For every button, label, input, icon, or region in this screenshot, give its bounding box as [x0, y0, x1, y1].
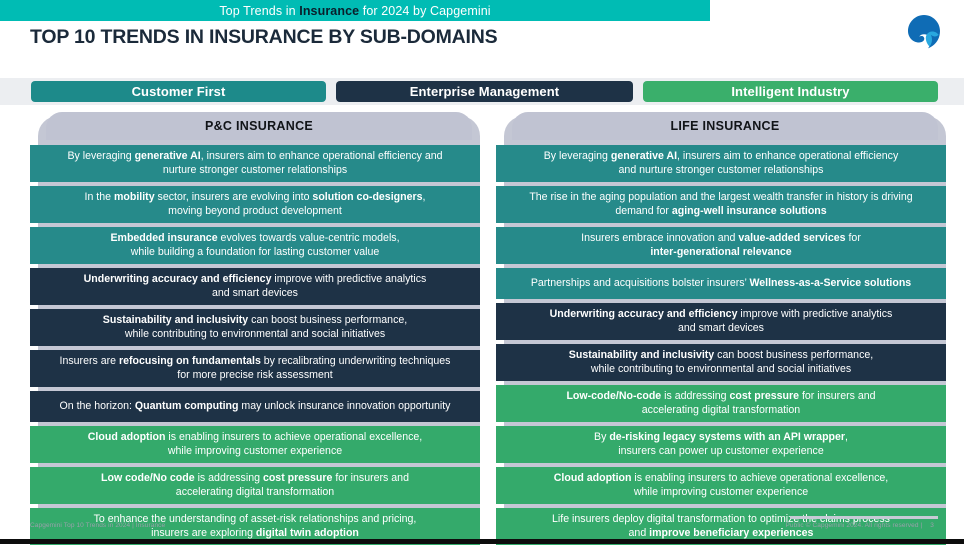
trend-row[interactable]: Sustainability and inclusivity can boost… — [496, 344, 946, 381]
trend-row[interactable]: Low code/No code is addressing cost pres… — [30, 467, 480, 504]
banner-highlight: Insurance — [299, 3, 360, 18]
trend-row[interactable]: Insurers are refocusing on fundamentals … — [30, 350, 480, 387]
trend-row-text: Underwriting accuracy and efficiency imp… — [549, 308, 893, 334]
trend-row-text: Insurers are refocusing on fundamentals … — [59, 355, 451, 381]
trend-row-text: By de-risking legacy systems with an API… — [594, 431, 848, 457]
trend-row[interactable]: Partnerships and acquisitions bolster in… — [496, 268, 946, 299]
trend-row[interactable]: Low-code/No-code is addressing cost pres… — [496, 385, 946, 422]
category-tab-strip: Customer First Enterprise Management Int… — [0, 78, 964, 105]
footer-bar — [0, 539, 964, 544]
tab-enterprise-management[interactable]: Enterprise Management — [336, 81, 633, 102]
top-banner-text: Top Trends in Insurance for 2024 by Capg… — [219, 4, 490, 18]
trend-list-life-insurance: By leveraging generative AI, insurers ai… — [496, 145, 946, 545]
trend-row-text: Cloud adoption is enabling insurers to a… — [553, 472, 889, 498]
tab-customer-first-label: Customer First — [131, 84, 226, 99]
column-pc-insurance: P&C INSURANCE By leveraging generative A… — [30, 112, 480, 549]
trend-row-text: Cloud adoption is enabling insurers to a… — [87, 431, 423, 457]
trend-row[interactable]: Embedded insurance evolves towards value… — [30, 227, 480, 264]
tab-customer-first[interactable]: Customer First — [31, 81, 326, 102]
capgemini-logo — [902, 12, 946, 52]
trend-row[interactable]: Sustainability and inclusivity can boost… — [30, 309, 480, 346]
trend-row[interactable]: On the horizon: Quantum computing may un… — [30, 391, 480, 422]
trend-row[interactable]: In the mobility sector, insurers are evo… — [30, 186, 480, 223]
trend-row-text: By leveraging generative AI, insurers ai… — [67, 150, 443, 176]
trend-row[interactable]: Life insurers deploy digital transformat… — [496, 508, 946, 545]
trend-row[interactable]: Underwriting accuracy and efficiency imp… — [30, 268, 480, 305]
trend-row-text: Partnerships and acquisitions bolster in… — [530, 276, 912, 289]
trend-row[interactable]: The rise in the aging population and the… — [496, 186, 946, 223]
top-banner: Top Trends in Insurance for 2024 by Capg… — [0, 0, 710, 21]
tab-enterprise-management-label: Enterprise Management — [409, 84, 560, 99]
tab-intelligent-industry[interactable]: Intelligent Industry — [643, 81, 938, 102]
trend-row-text: In the mobility sector, insurers are evo… — [84, 191, 426, 217]
trend-row[interactable]: By leveraging generative AI, insurers ai… — [30, 145, 480, 182]
trend-row-text: To enhance the understanding of asset-ri… — [93, 513, 417, 539]
trend-row-text: Underwriting accuracy and efficiency imp… — [83, 273, 427, 299]
page-number: 3 — [930, 522, 934, 529]
column-header-label: P&C INSURANCE — [204, 119, 314, 133]
trend-row-text: Insurers embrace innovation and value-ad… — [581, 232, 861, 258]
trend-row-text: Embedded insurance evolves towards value… — [110, 232, 400, 258]
trend-row[interactable]: To enhance the understanding of asset-ri… — [30, 508, 480, 545]
trend-row[interactable]: Cloud adoption is enabling insurers to a… — [496, 467, 946, 504]
trend-row[interactable]: Cloud adoption is enabling insurers to a… — [30, 426, 480, 463]
column-life-insurance: LIFE INSURANCE By leveraging generative … — [496, 112, 946, 549]
banner-suffix: for 2024 by Capgemini — [359, 3, 491, 18]
trend-list-pc-insurance: By leveraging generative AI, insurers ai… — [30, 145, 480, 545]
column-header-life-insurance: LIFE INSURANCE — [512, 112, 938, 140]
trend-row[interactable]: By de-risking legacy systems with an API… — [496, 426, 946, 463]
trend-row-text: By leveraging generative AI, insurers ai… — [543, 150, 899, 176]
footer-right: Public © Capgemini 2024. All rights rese… — [785, 522, 934, 529]
banner-prefix: Top Trends in — [219, 3, 300, 18]
footer-copyright: Public © Capgemini 2024. All rights rese… — [785, 522, 923, 529]
column-header-pc-insurance: P&C INSURANCE — [46, 112, 472, 140]
column-header-label: LIFE INSURANCE — [670, 119, 780, 133]
trend-row-text: The rise in the aging population and the… — [529, 191, 913, 217]
footer-left-text: Capgemini Top 10 Trends in 2024 | Insura… — [30, 522, 166, 529]
trend-row-text: Low-code/No-code is addressing cost pres… — [566, 390, 876, 416]
footer-divider — [790, 516, 938, 519]
trend-row-text: Sustainability and inclusivity can boost… — [568, 349, 874, 375]
trend-row-text: On the horizon: Quantum computing may un… — [59, 399, 451, 412]
tab-intelligent-industry-label: Intelligent Industry — [731, 84, 850, 99]
page-title: TOP 10 TRENDS IN INSURANCE BY SUB-DOMAIN… — [30, 26, 498, 48]
trend-row[interactable]: Insurers embrace innovation and value-ad… — [496, 227, 946, 264]
trend-row[interactable]: By leveraging generative AI, insurers ai… — [496, 145, 946, 182]
trend-row-text: Sustainability and inclusivity can boost… — [102, 314, 408, 340]
trend-row[interactable]: Underwriting accuracy and efficiency imp… — [496, 303, 946, 340]
trend-row-text: Low code/No code is addressing cost pres… — [101, 472, 409, 498]
